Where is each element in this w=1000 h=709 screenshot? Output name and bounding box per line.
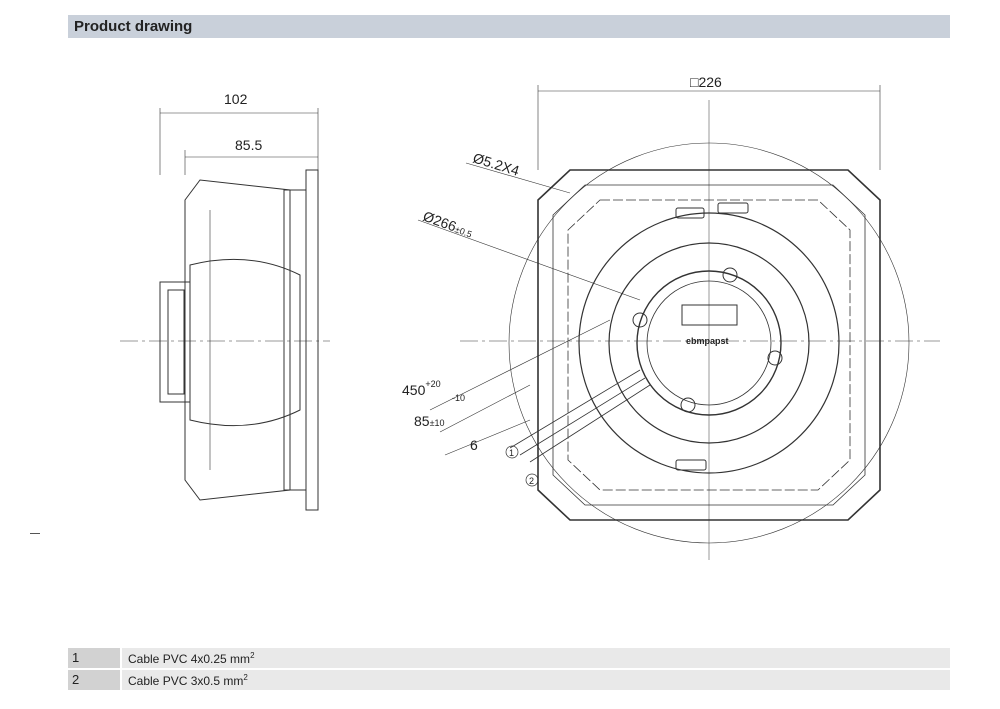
dim-hole-spec: Ø5.2X4: [471, 150, 521, 179]
dim-square-size: □226: [690, 74, 722, 90]
legend-number: 1: [68, 648, 120, 668]
legend-row: 2 Cable PVC 3x0.5 mm2: [68, 670, 950, 690]
legend-row: 1 Cable PVC 4x0.25 mm2: [68, 648, 950, 668]
dim-strip-length: 85±10: [414, 413, 445, 429]
divider-mark: [30, 533, 40, 534]
section-header: Product drawing: [68, 15, 950, 38]
dim-bolt-circle: Ø266±0.5: [421, 208, 475, 241]
callout-2: 2: [529, 476, 534, 486]
dim-overall-depth: 102: [224, 91, 248, 107]
logo-text: ebmpapst: [686, 336, 729, 346]
callout-1: 1: [509, 448, 514, 458]
dim-body-depth: 85.5: [235, 137, 262, 153]
dim-wire-end: 6: [470, 437, 478, 453]
legend-description: Cable PVC 4x0.25 mm2: [122, 648, 950, 668]
dim-cable-length: 450+20: [402, 379, 441, 398]
legend-description: Cable PVC 3x0.5 mm2: [122, 670, 950, 690]
side-view: 102 85.5: [120, 91, 330, 511]
legend-number: 2: [68, 670, 120, 690]
front-view: □226 ebmpapst Ø5.2X4 Ø266±0.5 450+20 -10…: [402, 74, 940, 560]
section-title: Product drawing: [74, 18, 193, 35]
dim-cable-length-tol-minus: -10: [452, 393, 465, 403]
